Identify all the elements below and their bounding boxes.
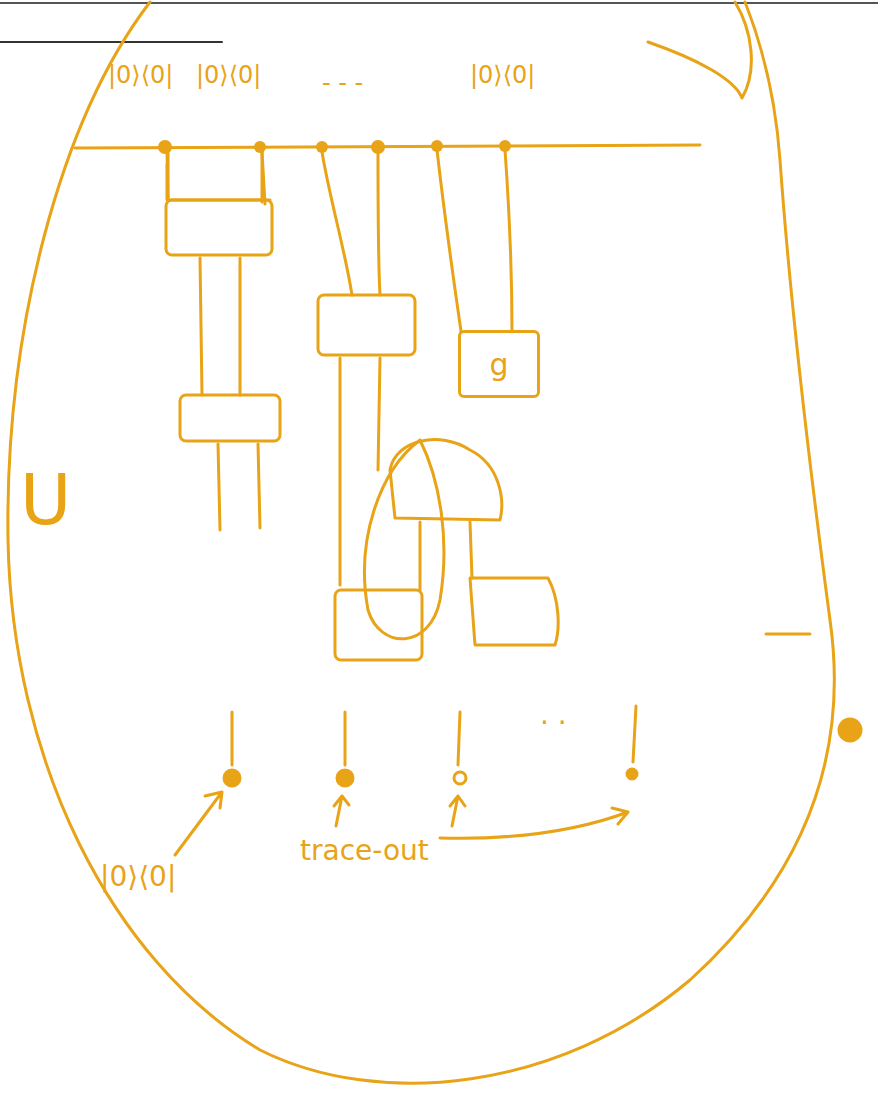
state-label: |0⟩⟨0| bbox=[470, 62, 535, 88]
tick-mark bbox=[766, 633, 810, 636]
gate-box bbox=[166, 200, 272, 255]
outline-arc bbox=[648, 2, 751, 98]
ellipsis: - - - bbox=[322, 70, 363, 96]
state-label: |0⟩⟨0| bbox=[108, 62, 173, 88]
state-label: |0⟩⟨0| bbox=[100, 862, 176, 893]
trace-out-label: trace-out bbox=[300, 836, 429, 867]
wires bbox=[166, 150, 636, 765]
gate-box bbox=[470, 578, 558, 645]
enclosing-outline bbox=[8, 2, 834, 1083]
state-label: |0⟩⟨0| bbox=[196, 62, 261, 88]
gate-box: g bbox=[458, 330, 540, 398]
page-rule bbox=[0, 41, 222, 43]
gate-box bbox=[335, 590, 422, 660]
gate-box bbox=[180, 395, 280, 441]
ellipsis: . . bbox=[540, 700, 567, 731]
output-dots bbox=[224, 769, 637, 786]
gate-box bbox=[318, 295, 415, 355]
loose-dot bbox=[839, 719, 861, 741]
gate-label: g bbox=[489, 348, 508, 381]
loop-mark bbox=[365, 440, 444, 639]
unitary-label: U bbox=[20, 462, 71, 539]
input-dots bbox=[158, 140, 511, 154]
